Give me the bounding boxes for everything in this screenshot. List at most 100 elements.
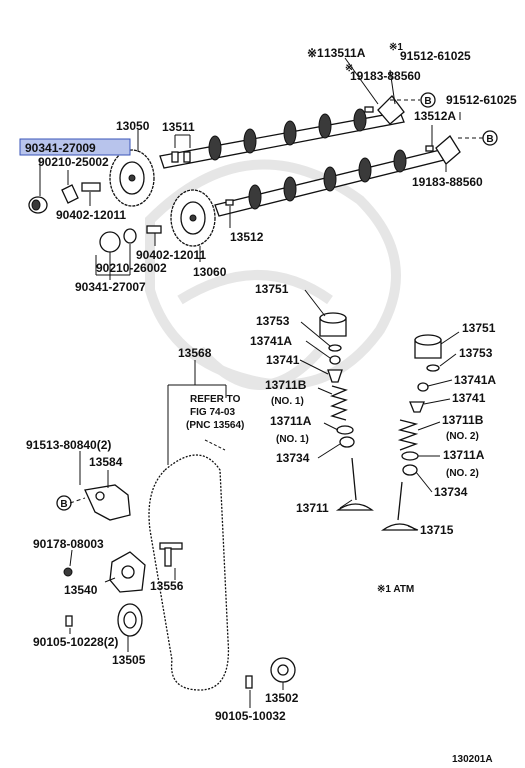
label-90178-08003[interactable]: 90178-08003 (33, 537, 104, 551)
label-13556[interactable]: 13556 (150, 579, 184, 593)
label-13568[interactable]: 13568 (178, 346, 212, 360)
callout-b-right[interactable]: B (482, 130, 498, 146)
note-refer-line1: REFER TO (190, 394, 241, 405)
tension-spring-13556[interactable] (159, 542, 183, 567)
callout-b-tensioner[interactable]: B (56, 495, 72, 511)
shim-13753-left[interactable] (328, 344, 342, 352)
label-91512-61025-top[interactable]: 91512-61025 (400, 49, 471, 63)
label-13050[interactable]: 13050 (116, 119, 150, 133)
exhaust-valve-13715[interactable] (380, 481, 418, 531)
note-no1-13711A: (NO. 1) (276, 434, 309, 445)
sensor-plate-top[interactable] (364, 95, 405, 125)
note-mark-19183: ※ (345, 63, 353, 74)
valve-lifter-13751-left[interactable] (319, 312, 347, 337)
label-13741-right[interactable]: 13741 (452, 391, 486, 405)
valve-keeper-13741A-right[interactable] (417, 382, 429, 392)
label-13741A-left[interactable]: 13741A (250, 334, 292, 348)
sensor-plate-right[interactable] (425, 135, 461, 165)
exhaust-camshaft[interactable] (214, 149, 445, 217)
label-90105-10032[interactable]: 90105-10032 (215, 709, 286, 723)
camshaft-timing-gear-13060[interactable] (170, 189, 216, 247)
label-13060[interactable]: 13060 (193, 265, 227, 279)
valve-spring-13711B-right[interactable] (397, 419, 419, 451)
idler-pulley-13540[interactable] (109, 551, 146, 593)
label-90341-27009[interactable]: 90341-27009 (25, 141, 96, 155)
valve-spring-13711B-left[interactable] (330, 385, 348, 421)
plug-90341-27007[interactable] (99, 231, 121, 253)
label-13711B-left[interactable]: 13711B (265, 378, 307, 392)
label-90402-12011-b[interactable]: 90402-12011 (136, 248, 206, 262)
spring-retainer-13741-left[interactable] (327, 369, 343, 383)
label-13734-left[interactable]: 13734 (276, 451, 310, 465)
plug-90341-27009[interactable] (28, 196, 48, 214)
spring-seat-13711A-right[interactable] (401, 451, 419, 461)
washer-90210-26002[interactable] (123, 228, 137, 244)
label-90210-26002[interactable]: 90210-26002 (96, 261, 167, 275)
bolt-90105-10228[interactable] (65, 615, 73, 627)
intake-valve-13711[interactable] (335, 457, 374, 511)
bolt-90402-12011-b[interactable] (146, 225, 162, 234)
label-13741A-right[interactable]: 13741A (454, 373, 496, 387)
spring-seat-13711A-left[interactable] (336, 425, 354, 435)
label-13711A-right[interactable]: 13711A (443, 448, 485, 462)
label-13540[interactable]: 13540 (64, 583, 98, 597)
bolt-90402-12011-a[interactable] (81, 182, 101, 192)
shim-13753-right[interactable] (426, 364, 440, 372)
intake-camshaft[interactable] (159, 108, 405, 169)
label-13505[interactable]: 13505 (112, 653, 146, 667)
label-19183-88560-top[interactable]: 19183-88560 (350, 69, 421, 83)
label-13715[interactable]: 13715 (420, 523, 454, 537)
note-mark-91512: ※1 (389, 42, 403, 53)
label-91513-80840[interactable]: 91513-80840(2) (26, 438, 111, 452)
label-13512A[interactable]: 13512A (414, 109, 456, 123)
note-atm: ※1 ATM (377, 584, 414, 595)
label-13753-left[interactable]: 13753 (256, 314, 290, 328)
bolt-90105-10032[interactable] (245, 675, 253, 689)
pin-13512[interactable] (225, 199, 234, 206)
label-90210-25002[interactable]: 90210-25002 (38, 155, 109, 169)
label-13753-right[interactable]: 13753 (459, 346, 493, 360)
bolt-91513-80840[interactable] (69, 497, 86, 504)
spring-retainer-13741-right[interactable] (409, 401, 425, 413)
label-13502[interactable]: 13502 (265, 691, 299, 705)
pulley-13502[interactable] (270, 657, 296, 683)
label-90402-12011-a[interactable]: 90402-12011 (56, 208, 126, 222)
svg-text:B: B (60, 499, 67, 510)
valve-seal-13734-right[interactable] (402, 464, 418, 476)
note-mark-13511A: ※1 (307, 46, 324, 60)
timing-belt-leader (167, 360, 227, 465)
valve-seal-13734-left[interactable] (339, 436, 355, 448)
washer-90210-25002[interactable] (61, 184, 79, 204)
label-13741-left[interactable]: 13741 (266, 353, 300, 367)
figure-code: 130201A (452, 754, 493, 765)
camshaft-timing-gear-13050[interactable] (109, 149, 155, 207)
label-13751-right[interactable]: 13751 (462, 321, 496, 335)
label-13512[interactable]: 13512 (230, 230, 264, 244)
valve-leader-lines (299, 289, 460, 531)
label-19183-88560-right[interactable]: 19183-88560 (412, 175, 483, 189)
pin-13511[interactable] (171, 151, 191, 163)
label-13511A[interactable]: 13511A (324, 46, 366, 60)
label-13711A-left[interactable]: 13711A (270, 414, 312, 428)
label-90105-10228[interactable]: 90105-10228(2) (33, 635, 118, 649)
label-90341-27007[interactable]: 90341-27007 (75, 280, 146, 294)
svg-text:B: B (424, 96, 431, 107)
idler-pulley-13505[interactable] (117, 603, 143, 637)
label-91512-61025-right[interactable]: 91512-61025 (446, 93, 517, 107)
part-labels: ※1 13511A ※1 91512-61025 ※ 19183-88560 9… (26, 42, 517, 765)
nut-90178-08003[interactable] (63, 567, 73, 577)
label-13751-left[interactable]: 13751 (255, 282, 289, 296)
timing-belt-13568[interactable] (148, 454, 230, 691)
label-13511[interactable]: 13511 (162, 120, 195, 134)
label-13734-right[interactable]: 13734 (434, 485, 468, 499)
valve-lifter-13751-right[interactable] (414, 334, 442, 359)
selected-part-highlight[interactable]: 90341-27009 (19, 138, 131, 156)
label-13711[interactable]: 13711 (296, 501, 329, 515)
label-13711B-right[interactable]: 13711B (442, 413, 484, 427)
tensioner-leader-lines (69, 451, 284, 708)
belt-tensioner-13584[interactable] (84, 484, 131, 521)
label-13584[interactable]: 13584 (89, 455, 123, 469)
callout-b-top[interactable]: B (420, 92, 436, 108)
valve-keeper-13741A-left[interactable] (329, 355, 341, 365)
